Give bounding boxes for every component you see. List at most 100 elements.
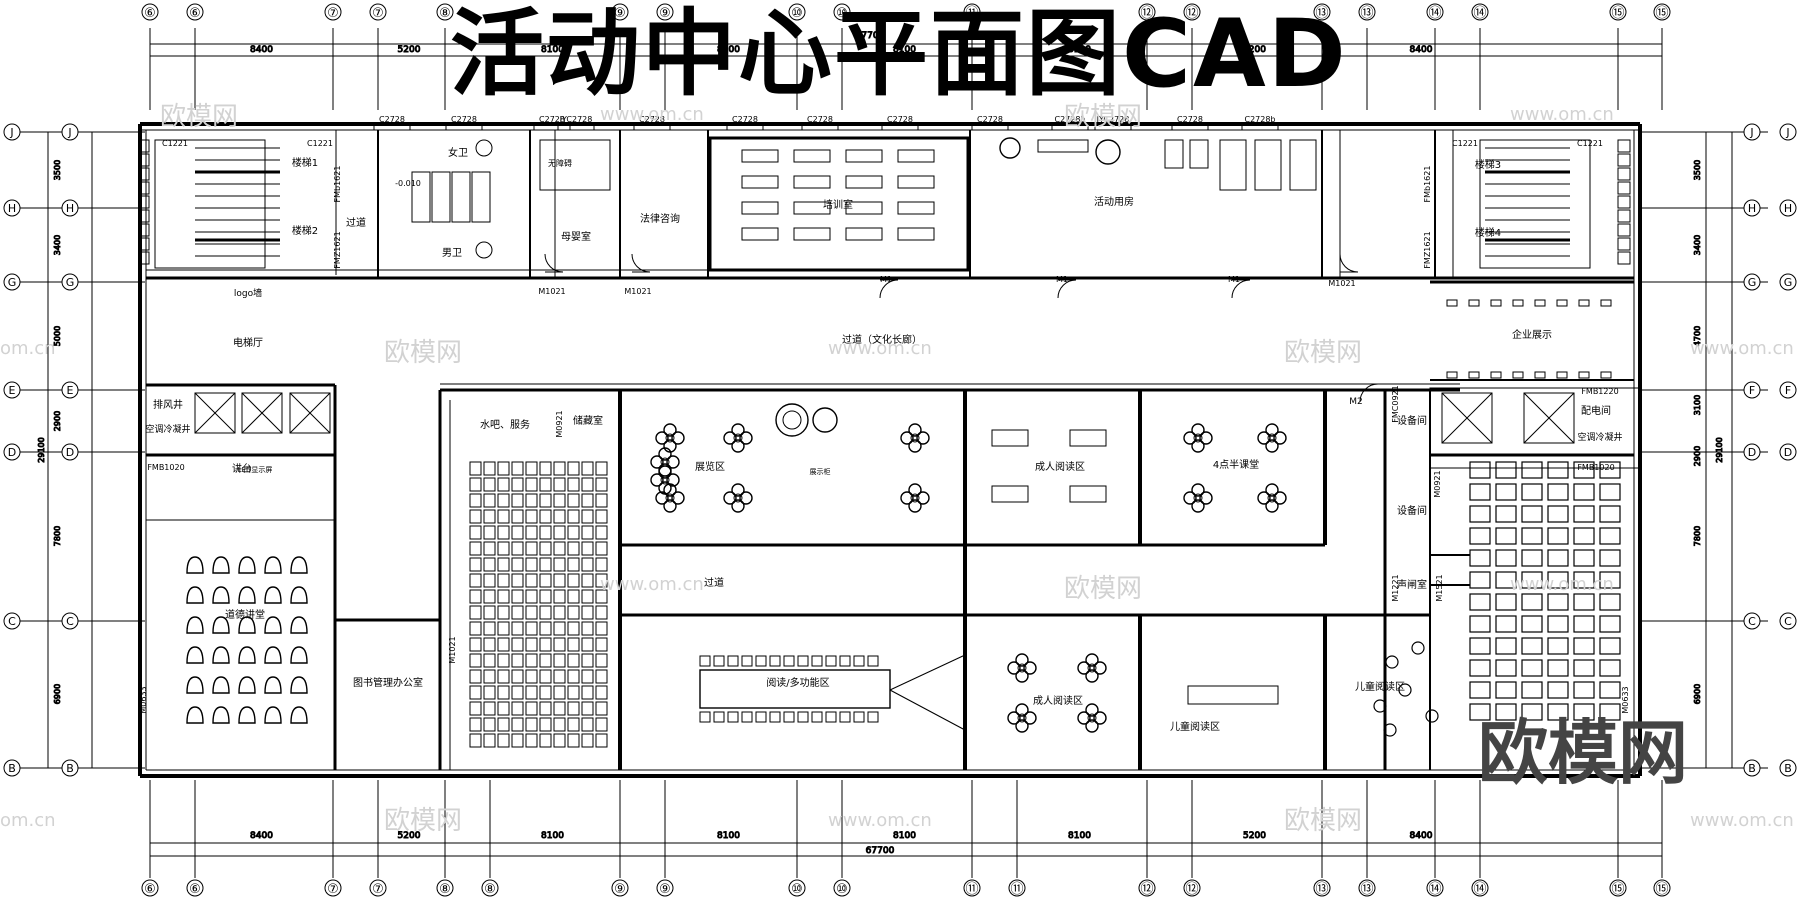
auditorium-seat bbox=[1573, 571, 1595, 589]
bookshelf-cell bbox=[511, 717, 524, 732]
axis-label: D bbox=[1748, 446, 1756, 459]
hatch bbox=[140, 223, 150, 237]
chair bbox=[290, 586, 308, 604]
training-table bbox=[897, 201, 935, 215]
auditorium-seat bbox=[1573, 505, 1595, 523]
bookshelf-cell bbox=[511, 557, 524, 572]
toilet-stall bbox=[451, 171, 471, 223]
meeting-chair bbox=[839, 711, 851, 723]
door-label: M1521 bbox=[1435, 574, 1444, 601]
watermark-brand: 欧模网 bbox=[1064, 102, 1143, 132]
meeting-chair bbox=[797, 655, 809, 667]
stool bbox=[1425, 709, 1439, 723]
auditorium-seat bbox=[1573, 637, 1595, 655]
auditorium-seat bbox=[1521, 527, 1543, 545]
lounge-seat bbox=[1265, 423, 1279, 437]
lounge-seat bbox=[900, 431, 914, 445]
axis-bubble bbox=[1609, 3, 1627, 21]
dimension-label: 8400 bbox=[1410, 45, 1433, 55]
equipment bbox=[1189, 139, 1209, 169]
meeting-chair bbox=[853, 711, 865, 723]
chair bbox=[264, 646, 282, 664]
bookshelf-cell bbox=[483, 509, 496, 524]
dimension-label: 8100 bbox=[893, 45, 916, 55]
bookshelf-cell bbox=[595, 733, 608, 748]
axis-label: ⑫ bbox=[1140, 6, 1153, 21]
axis-bubble bbox=[186, 3, 204, 21]
window-label: C1221 bbox=[307, 139, 333, 148]
axis-label: ⑩ bbox=[836, 6, 848, 21]
axis-bubble bbox=[141, 3, 159, 21]
dimension-label: 4700 bbox=[1693, 326, 1702, 346]
auditorium-seat bbox=[1521, 615, 1543, 633]
stool bbox=[1411, 641, 1425, 655]
meeting-chair bbox=[867, 711, 879, 723]
window-label: C2728b bbox=[1054, 115, 1085, 124]
window-label: JYC2728 bbox=[559, 115, 593, 124]
shaft bbox=[289, 392, 331, 434]
auditorium-seat bbox=[1495, 549, 1517, 567]
bookshelf-cell bbox=[497, 493, 510, 508]
window-label: C2728 bbox=[977, 115, 1003, 124]
axis-bubble bbox=[186, 879, 204, 897]
axis-label: ⑫ bbox=[1185, 6, 1198, 21]
door-label: FMb1621 bbox=[1423, 166, 1432, 203]
bookshelf-cell bbox=[469, 589, 482, 604]
meeting-chair bbox=[811, 655, 823, 667]
axis-label: ⑥ bbox=[189, 882, 201, 897]
door-label: M1 bbox=[880, 275, 892, 284]
display-cabinet bbox=[782, 410, 802, 430]
lounge-seat bbox=[1077, 711, 1091, 725]
door-label: FMB1220 bbox=[1581, 387, 1618, 396]
axis-bubble bbox=[1779, 273, 1797, 291]
auditorium-seat bbox=[1599, 549, 1621, 567]
axis-bubble bbox=[1779, 381, 1797, 399]
axis-bubble bbox=[1426, 879, 1444, 897]
bookshelf-cell bbox=[567, 493, 580, 508]
lounge-seat bbox=[731, 499, 745, 513]
bookshelf-cell bbox=[553, 589, 566, 604]
window bbox=[557, 123, 595, 131]
dimension-label: 8100 bbox=[893, 831, 916, 841]
chair bbox=[238, 586, 256, 604]
auditorium-seat bbox=[1469, 571, 1491, 589]
axis-bubble bbox=[1653, 3, 1671, 21]
stool bbox=[1383, 723, 1397, 737]
auditorium-seat bbox=[1573, 615, 1595, 633]
hatch bbox=[140, 195, 150, 209]
lounge-seat bbox=[658, 447, 672, 461]
chair bbox=[238, 616, 256, 634]
lounge-seat bbox=[1257, 431, 1271, 445]
hatch bbox=[1617, 251, 1631, 265]
training-table bbox=[793, 201, 831, 215]
equipment bbox=[1037, 139, 1089, 153]
lounge-seat bbox=[666, 455, 680, 469]
axis-bubble bbox=[1358, 879, 1376, 897]
auditorium-seat bbox=[1521, 571, 1543, 589]
bookshelf-cell bbox=[469, 733, 482, 748]
lounge-seat bbox=[731, 483, 745, 497]
axis-label: ⑨ bbox=[659, 882, 671, 897]
auditorium-seat bbox=[1599, 505, 1621, 523]
chair bbox=[212, 556, 230, 574]
axis-bubble bbox=[963, 879, 981, 897]
shaft-x bbox=[241, 392, 283, 434]
axis-label: ⑭ bbox=[1428, 882, 1441, 897]
hatch bbox=[140, 167, 150, 181]
bookshelf-cell bbox=[525, 525, 538, 540]
bookshelf-cell bbox=[525, 621, 538, 636]
bookshelf-cell bbox=[595, 605, 608, 620]
room-label: 儿童阅读区 bbox=[1355, 680, 1405, 693]
lounge-seat bbox=[1199, 431, 1213, 445]
round-table bbox=[1193, 493, 1203, 503]
round-table bbox=[665, 493, 675, 503]
window-label: C1221 bbox=[1577, 139, 1603, 148]
chair bbox=[186, 586, 204, 604]
lounge-seat bbox=[1191, 423, 1205, 437]
auditorium-seat bbox=[1495, 659, 1517, 677]
bookshelf-cell bbox=[525, 701, 538, 716]
axis-label: G bbox=[1748, 276, 1757, 289]
bookshelf-cell bbox=[469, 525, 482, 540]
